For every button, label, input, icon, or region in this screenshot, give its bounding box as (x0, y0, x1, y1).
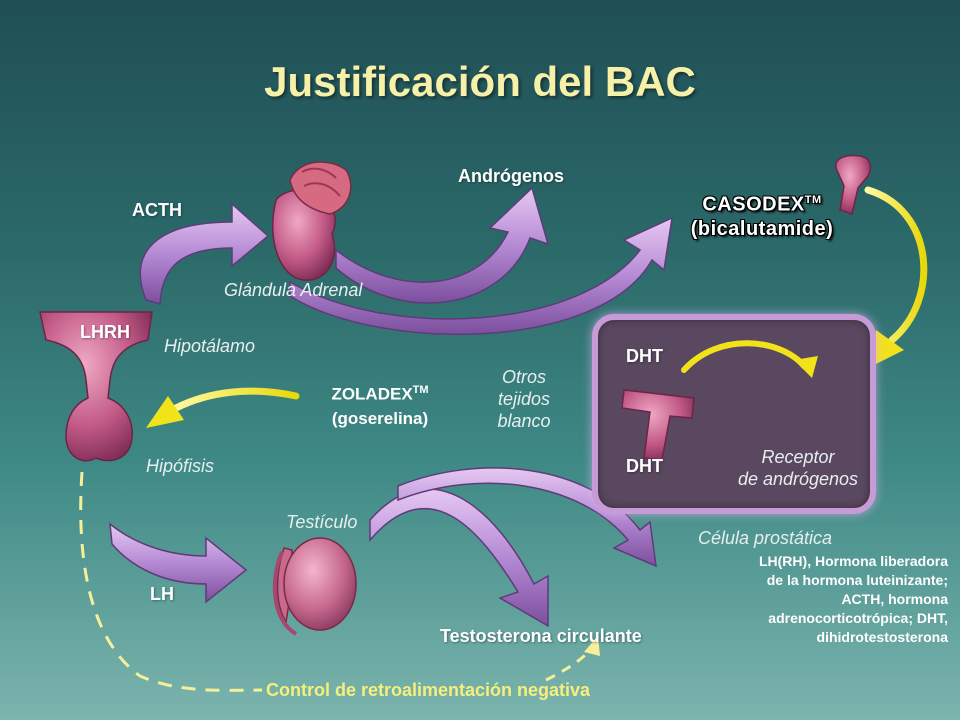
hypothalamus-label: Hipotálamo (164, 336, 256, 356)
pituitary-label: Hipófisis (146, 456, 215, 476)
lh-arrow (109, 522, 248, 604)
dht-bottom-label: DHT (626, 456, 663, 476)
androgens-label: Andrógenos (458, 166, 564, 186)
legend-line: LH(RH), Hormona liberadora (758, 553, 948, 569)
casodex-trademark: TM (804, 194, 822, 206)
testis (272, 537, 357, 636)
testis-label: Testículo (286, 512, 358, 532)
receptor-line-1: Receptor (761, 447, 835, 467)
lhrh-label: LHRH (80, 322, 130, 342)
other-tissues-line-1: Otros (501, 367, 546, 387)
prostate-cell-box: DHT DHT Receptor de andrógenos (592, 314, 876, 514)
androgens-arrow (335, 186, 550, 304)
feedback-arrowhead (584, 636, 600, 656)
cell-contents (621, 340, 818, 461)
zoladex-drug-label: ZOLADEXTM (goserelina) (298, 378, 462, 431)
androgen-receptor-label: Receptor de andrógenos (720, 446, 876, 490)
receptor-line-2: de andrógenos (737, 469, 859, 489)
casodex-molecule-icon (835, 154, 872, 215)
casodex-drug-label: CASODEXTM (bicalutamide) (662, 188, 862, 241)
zoladex-yellow-arrow (172, 387, 300, 412)
zoladex-trademark: TM (412, 384, 429, 396)
lh-label: LH (150, 584, 174, 604)
other-target-tissues-label: Otros tejidos blanco (488, 366, 560, 432)
page-title: Justificación del BAC (264, 58, 696, 105)
legend-line: dihidrotestosterona (816, 629, 948, 645)
casodex-generic: (bicalutamide) (690, 217, 834, 240)
zoladex-yellow-arrowhead (146, 396, 184, 428)
adrenal-gland-label: Glándula Adrenal (224, 280, 363, 300)
acth-arrow (139, 202, 270, 305)
zoladex-generic: (goserelina) (331, 408, 429, 428)
hypothalamus-pituitary (39, 311, 153, 462)
other-tissues-line-2: tejidos (497, 389, 551, 409)
other-tissues-line-3: blanco (497, 411, 551, 431)
adrenal-gland (272, 161, 352, 281)
testosterone-arrow (369, 488, 549, 628)
testis-to-cell-arrow (397, 467, 657, 568)
legend-line: ACTH, hormona (841, 591, 948, 607)
feedback-dashed-arrow-end (545, 647, 594, 682)
adrenal-to-casodex-arrow (289, 216, 673, 336)
negative-feedback-label: Control de retroalimentación negativa (266, 680, 591, 700)
legend-line: adrenocorticotrópica; DHT, (768, 610, 948, 626)
casodex-yellow-arrow (864, 186, 928, 344)
casodex-name: CASODEX (702, 193, 805, 216)
legend-line: de la hormona luteinizante; (766, 572, 948, 588)
casodex-yellow-arrowhead (872, 330, 904, 366)
dht-top-label: DHT (626, 346, 663, 366)
prostate-cell-label: Célula prostática (698, 528, 833, 548)
acth-label: ACTH (132, 200, 182, 220)
zoladex-name: ZOLADEX (331, 384, 413, 404)
circulating-testosterone-label: Testosterona circulante (440, 626, 642, 646)
abbreviations-legend: LH(RH), Hormona liberadora de la hormona… (698, 552, 948, 647)
feedback-dashed-arrow (79, 471, 263, 692)
